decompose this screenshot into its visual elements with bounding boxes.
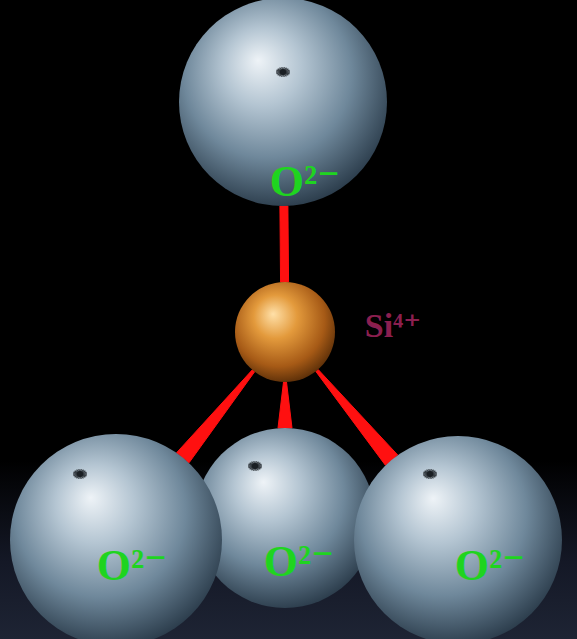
oxygen-sphere: O²⁻ [179, 0, 387, 206]
sphere-body [10, 434, 222, 639]
sphere-body [179, 0, 387, 206]
oxygen-sphere: O²⁻ [10, 434, 222, 639]
surface-speck [423, 469, 437, 479]
silicon-sphere: Si⁴⁺ [235, 282, 335, 382]
oxygen-sphere: O²⁻ [354, 436, 562, 639]
ion-label-wrap: O²⁻ [270, 160, 341, 204]
sphere-shape [10, 434, 222, 639]
ion-label-wrap: O²⁻ [97, 544, 168, 588]
sphere-body [195, 428, 375, 608]
surface-speck [248, 461, 262, 471]
oxygen-sphere: O²⁻ [195, 428, 375, 608]
ion-label: O²⁻ [264, 537, 335, 586]
ion-label: O²⁻ [97, 541, 168, 590]
surface-speck [73, 469, 87, 479]
surface-speck [276, 67, 290, 77]
sphere-shape [235, 282, 335, 382]
ion-label-wrap: O²⁻ [264, 540, 335, 584]
bond-wedge [280, 206, 289, 282]
ion-label-wrap: O²⁻ [455, 544, 526, 588]
sphere-body [235, 282, 335, 382]
sphere-shape [354, 436, 562, 639]
ion-label: Si⁴⁺ [365, 307, 422, 344]
bond-wedge [278, 382, 292, 428]
sphere-body [354, 436, 562, 639]
ion-label: O²⁻ [270, 157, 341, 206]
ion-label-wrap: Si⁴⁺ [365, 309, 422, 343]
ion-label: O²⁻ [455, 541, 526, 590]
